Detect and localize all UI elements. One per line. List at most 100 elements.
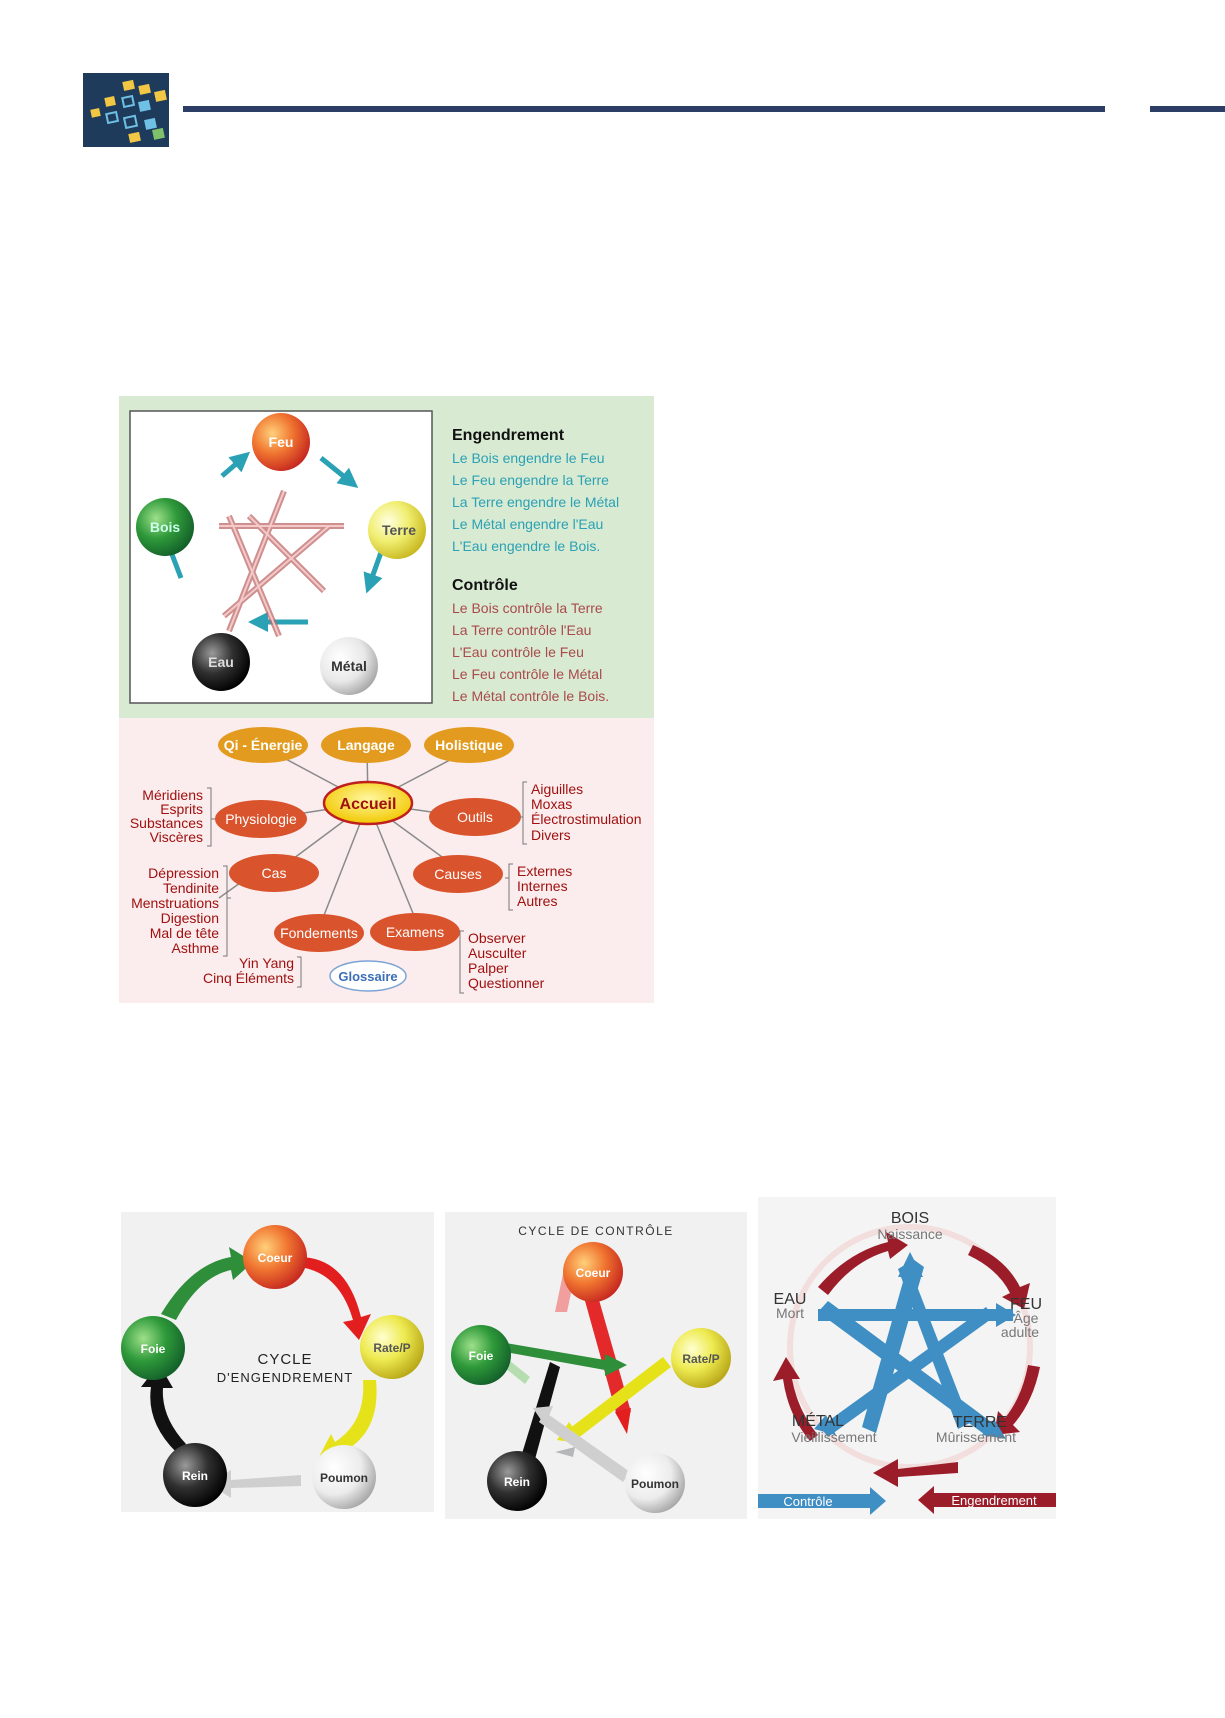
cas-item: Tendinite <box>163 880 219 896</box>
cycle1-title-line1: Cycle <box>257 1351 312 1368</box>
outils-item: Aiguilles <box>531 781 583 797</box>
five-elements-diagram: Feu Terre Métal Eau Bois Engendrement Le… <box>119 396 654 718</box>
svg-text:Rate/P: Rate/P <box>373 1341 410 1355</box>
engendrement-line: Le Bois engendre le Feu <box>452 450 605 466</box>
svg-text:Coeur: Coeur <box>576 1266 611 1280</box>
svg-text:Coeur: Coeur <box>258 1251 293 1265</box>
svg-text:Outils: Outils <box>457 809 493 825</box>
physiologie-item: Méridiens <box>142 787 203 803</box>
svg-text:Physiologie: Physiologie <box>225 811 297 827</box>
star-bois-label: BOIS <box>891 1210 929 1227</box>
mindmap-node-examens[interactable]: Examens <box>370 913 460 951</box>
cycle1-node-foie: Foie <box>121 1316 185 1380</box>
arrow-poumon-rein <box>209 1470 301 1498</box>
logo <box>83 73 169 147</box>
svg-text:Cas: Cas <box>262 865 287 881</box>
svg-text:Eau: Eau <box>208 654 234 670</box>
arrow-rate-poumon <box>319 1380 377 1462</box>
arrow-rein-coeur <box>517 1362 560 1474</box>
svg-text:Bois: Bois <box>150 519 181 535</box>
svg-text:Engendrement: Engendrement <box>951 1493 1037 1508</box>
svg-text:Rein: Rein <box>504 1475 530 1489</box>
controle-line: Le Bois contrôle la Terre <box>452 600 603 616</box>
mindmap-node-langage[interactable]: Langage <box>321 727 411 763</box>
svg-text:Accueil: Accueil <box>340 796 397 813</box>
star-bois-sub: Naissance <box>877 1226 943 1242</box>
engendrement-arrow <box>818 1232 908 1295</box>
cycle1-node-poumon: Poumon <box>312 1445 376 1509</box>
controle-line: L'Eau contrôle le Feu <box>452 644 584 660</box>
arrow-foie-coeur <box>161 1247 253 1320</box>
engendrement-line: La Terre engendre le Métal <box>452 494 619 510</box>
star-cycle-diagram: BOIS Naissance FEU Âge adulte TERRE Mûri… <box>758 1197 1056 1519</box>
svg-text:Causes: Causes <box>434 866 481 882</box>
cas-item: Menstruations <box>131 895 219 911</box>
svg-text:Poumon: Poumon <box>320 1471 368 1485</box>
mindmap-node-causes[interactable]: Causes <box>413 855 503 893</box>
mindmap-node-glossaire[interactable]: Glossaire <box>329 960 407 992</box>
fondements-item: Cinq Éléments <box>203 970 294 986</box>
svg-text:Contrôle: Contrôle <box>783 1494 832 1509</box>
svg-text:Fondements: Fondements <box>280 925 358 941</box>
svg-text:Langage: Langage <box>337 737 395 753</box>
engendrement-line: L'Eau engendre le Bois. <box>452 538 600 554</box>
cycle2-node-rein: Rein <box>487 1451 547 1511</box>
svg-text:Examens: Examens <box>386 924 444 940</box>
cycle2-node-coeur: Coeur <box>563 1242 623 1302</box>
mindmap-node-outils[interactable]: Outils <box>429 798 521 836</box>
legend-engendrement: Engendrement <box>918 1486 1056 1514</box>
pink-panel <box>119 718 654 1003</box>
star-feu-sub: adulte <box>1001 1324 1039 1340</box>
physiologie-item: Esprits <box>160 801 203 817</box>
examens-item: Palper <box>468 960 509 976</box>
svg-text:Foie: Foie <box>469 1349 494 1363</box>
controle-line: La Terre contrôle l'Eau <box>452 622 591 638</box>
svg-text:Rate/P: Rate/P <box>682 1352 719 1366</box>
cycle-engendrement-diagram: Coeur Rate/P Poumon Rein Foie Cycle d'en… <box>121 1212 434 1512</box>
causes-item: Autres <box>517 893 557 909</box>
controle-line: Le Métal contrôle le Bois. <box>452 688 609 704</box>
engendrement-line: Le Feu engendre la Terre <box>452 472 609 488</box>
star-terre-label: TERRE <box>953 1414 1007 1431</box>
mindmap-node-cas[interactable]: Cas <box>229 854 319 892</box>
arrow-rein-foie <box>141 1364 186 1452</box>
mindmap-node-fondements[interactable]: Fondements <box>274 914 364 952</box>
arrow-rate-rein <box>565 1357 671 1442</box>
star-eau-sub: Mort <box>776 1305 804 1321</box>
arrow-coeur-rate <box>299 1257 371 1340</box>
mindmap-node-physiologie[interactable]: Physiologie <box>215 800 307 838</box>
engendrement-title: Engendrement <box>452 427 565 444</box>
cas-item: Asthme <box>172 940 220 956</box>
star-feu-sub: Âge <box>1014 1310 1039 1326</box>
arrow-foie-rate <box>500 1342 605 1370</box>
examens-item: Observer <box>468 930 526 946</box>
outils-item: Divers <box>531 827 571 843</box>
svg-text:Métal: Métal <box>331 658 367 674</box>
svg-text:Glossaire: Glossaire <box>338 969 397 984</box>
outils-item: Électrostimulation <box>531 811 642 827</box>
cycle1-node-rein: Rein <box>163 1443 227 1507</box>
mindmap-node-holistique[interactable]: Holistique <box>424 727 514 763</box>
cycle2-node-poumon: Poumon <box>625 1453 685 1513</box>
examens-item: Questionner <box>468 975 545 991</box>
examens-item: Ausculter <box>468 945 527 961</box>
svg-text:Rein: Rein <box>182 1469 208 1483</box>
star-eau-label: EAU <box>774 1291 807 1308</box>
node-bois: Bois <box>136 498 194 556</box>
mindmap-center-accueil[interactable]: Accueil <box>322 780 414 826</box>
cas-item: Mal de tête <box>150 925 219 941</box>
svg-text:Feu: Feu <box>269 434 294 450</box>
cycle-controle-diagram: Cycle de contrôle Coeur Rate/P Poumon Re… <box>445 1212 747 1519</box>
controle-line: Le Feu contrôle le Métal <box>452 666 602 682</box>
cycle1-node-coeur: Coeur <box>243 1225 307 1289</box>
mindmap-diagram: Qi - Énergie Langage Holistique Accueil … <box>119 718 654 1003</box>
mindmap-node-qi[interactable]: Qi - Énergie <box>218 727 308 763</box>
node-eau: Eau <box>192 633 250 691</box>
svg-text:Terre: Terre <box>382 522 416 538</box>
causes-item: Internes <box>517 878 568 894</box>
header-rule-right <box>1150 106 1225 112</box>
cycle2-node-foie: Foie <box>451 1325 511 1385</box>
cas-item: Dépression <box>148 865 219 881</box>
star-metal-label: MÉTAL <box>792 1411 844 1430</box>
node-feu: Feu <box>252 413 310 471</box>
